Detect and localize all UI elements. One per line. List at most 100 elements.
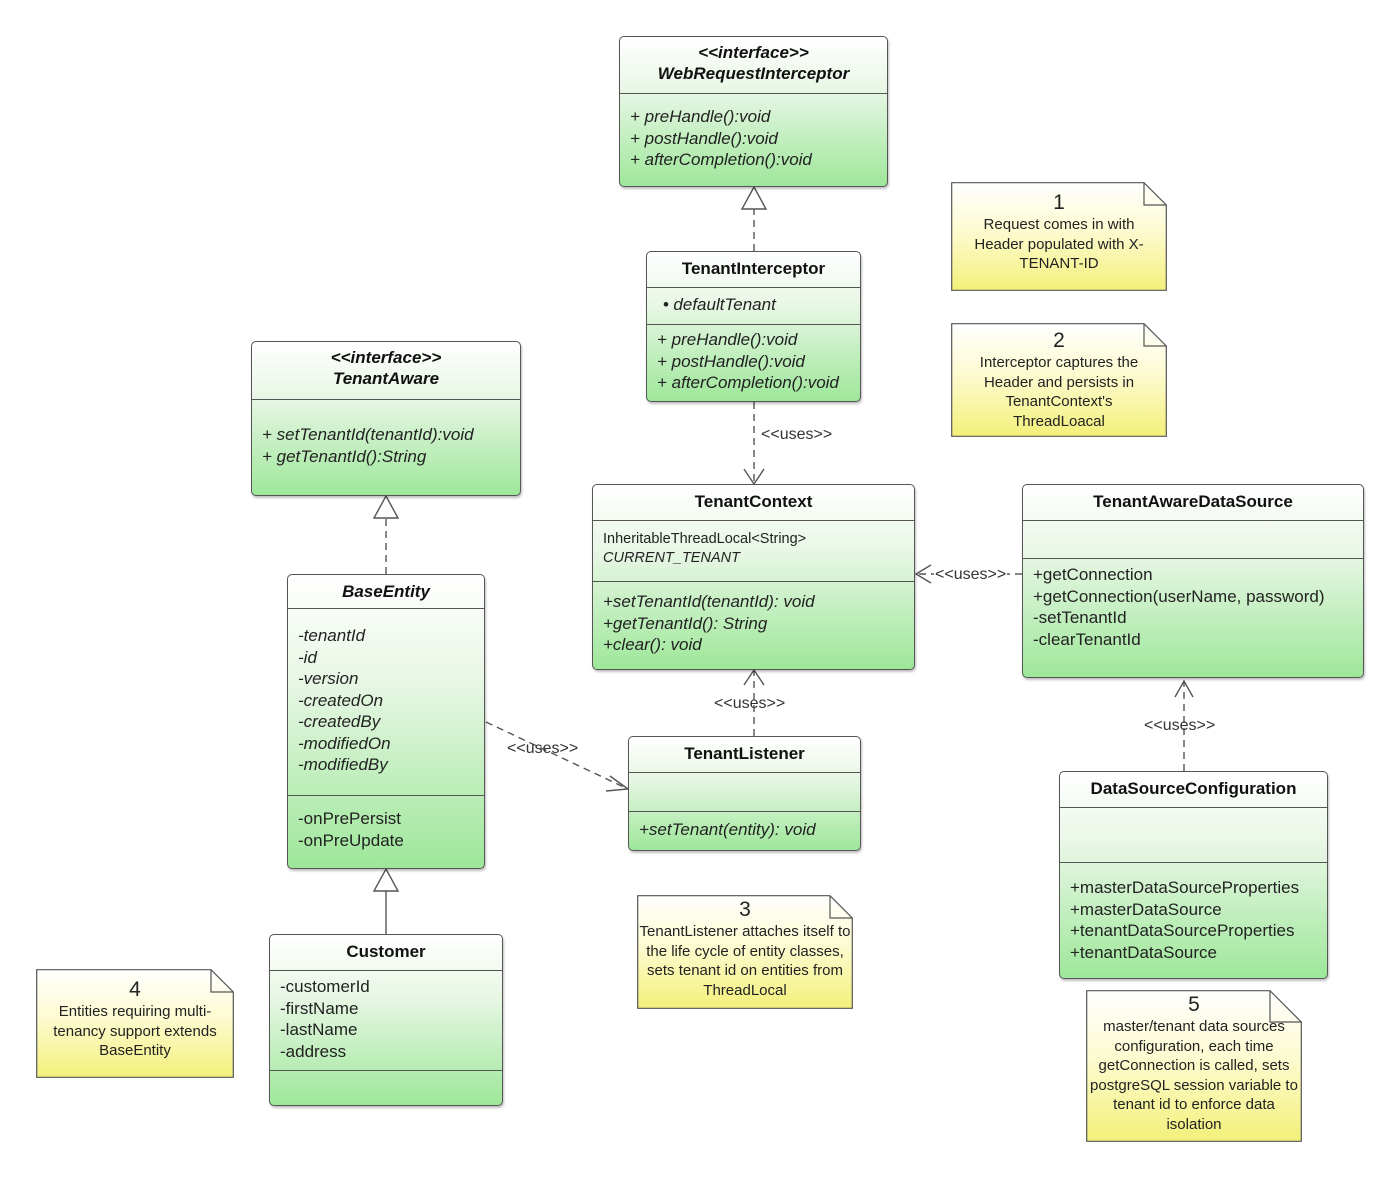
class-attributes xyxy=(629,772,860,811)
note-5: 5 master/tenant data sources configurati… xyxy=(1086,990,1302,1142)
class-name: WebRequestInterceptor xyxy=(657,64,850,83)
uses-label-listener-context: <<uses>> xyxy=(714,695,786,712)
class-attribute: -createdBy xyxy=(298,712,381,731)
class-methods: + preHandle():void + postHandle():void +… xyxy=(647,324,860,401)
class-data-source-configuration: DataSourceConfiguration +masterDataSourc… xyxy=(1059,771,1328,979)
class-name: BaseEntity xyxy=(342,582,430,601)
class-methods xyxy=(270,1070,502,1105)
uses-label-config-datasource: <<uses>> xyxy=(1144,717,1216,734)
class-methods: -onPrePersist -onPreUpdate xyxy=(288,795,484,868)
class-name: TenantListener xyxy=(684,744,805,763)
class-web-request-interceptor: <<interface>> WebRequestInterceptor + pr… xyxy=(619,36,888,187)
realization-arrowhead-interceptor xyxy=(740,185,768,210)
class-method: +getTenantId(): String xyxy=(603,613,768,633)
note-2: 2 Interceptor captures the Header and pe… xyxy=(951,323,1167,437)
note-number: 2 xyxy=(1053,329,1065,352)
class-name: TenantAwareDataSource xyxy=(1093,492,1293,511)
class-tenant-context: TenantContext InheritableThreadLocal<Str… xyxy=(592,484,915,670)
class-method: +setTenantId(tenantId): void xyxy=(603,592,815,611)
uses-label-datasource-context: <<uses>> xyxy=(934,566,1008,584)
class-customer: Customer -customerId -firstName -lastNam… xyxy=(269,934,503,1106)
note-shape xyxy=(637,895,853,1009)
note-number: 5 xyxy=(1188,993,1200,1016)
note-text: TenantListener attaches itself to the li… xyxy=(639,923,851,999)
class-attributes: -tenantId -id -version -createdOn -creat… xyxy=(288,608,484,795)
class-name: Customer xyxy=(346,942,426,961)
class-name: TenantAware xyxy=(332,369,440,388)
class-tenant-listener: TenantListener +setTenant(entity): void xyxy=(628,736,861,851)
class-method: +getConnection xyxy=(1033,565,1153,584)
class-attribute: -version xyxy=(298,669,359,688)
note-number: 3 xyxy=(739,898,751,921)
class-name: TenantInterceptor xyxy=(681,259,826,278)
note-4: 4 Entities requiring multi-tenancy suppo… xyxy=(36,969,234,1078)
class-method: +clear(): void xyxy=(603,635,702,654)
note-text: Entities requiring multi-tenancy support… xyxy=(53,1003,217,1059)
note-text: Interceptor captures the Header and pers… xyxy=(979,354,1139,430)
class-method: +masterDataSource xyxy=(1070,899,1222,919)
realization-arrowhead-baseentity xyxy=(372,494,400,519)
class-method: +tenantDataSourceProperties xyxy=(1070,921,1295,940)
class-methods: +getConnection +getConnection(userName, … xyxy=(1023,558,1363,677)
note-shape xyxy=(36,969,234,1078)
class-attribute: -address xyxy=(280,1041,347,1061)
class-method: + postHandle():void xyxy=(657,351,805,371)
class-attribute: -modifiedOn xyxy=(298,733,391,753)
class-attribute: -lastName xyxy=(280,1020,358,1039)
class-methods: + preHandle():void + postHandle():void +… xyxy=(620,93,887,186)
uses-label-interceptor-context: <<uses>> xyxy=(761,426,833,443)
class-method: + getTenantId():String xyxy=(262,446,427,466)
note-shape xyxy=(951,182,1167,291)
class-attribute: -modifiedBy xyxy=(298,755,388,774)
note-1: 1 Request comes in with Header populated… xyxy=(951,182,1167,291)
class-attribute: -customerId xyxy=(280,977,370,996)
class-method: -clearTenantId xyxy=(1033,629,1141,649)
class-method: + afterCompletion():void xyxy=(657,373,839,392)
note-text: Request comes in with Header populated w… xyxy=(974,216,1144,272)
class-attribute: -createdOn xyxy=(298,690,384,710)
class-tenant-interceptor: TenantInterceptor • defaultTenant + preH… xyxy=(646,251,861,402)
class-attribute: defaultTenant xyxy=(673,295,776,314)
class-method: -onPrePersist xyxy=(298,809,401,828)
class-attributes: InheritableThreadLocal<String> CURRENT_T… xyxy=(593,520,914,581)
class-method: + postHandle():void xyxy=(630,128,778,148)
class-tenant-aware-data-source: TenantAwareDataSource +getConnection +ge… xyxy=(1022,484,1364,678)
class-methods: +setTenantId(tenantId): void +getTenantI… xyxy=(593,581,914,669)
class-attributes xyxy=(1023,520,1363,558)
class-attribute: CURRENT_TENANT xyxy=(603,550,740,566)
class-method: + preHandle():void xyxy=(630,107,771,126)
class-attributes xyxy=(1060,807,1327,862)
note-number: 4 xyxy=(129,978,141,1001)
class-tenant-aware: <<interface>> TenantAware + setTenantId(… xyxy=(251,341,521,496)
note-text: master/tenant data sources configuration… xyxy=(1090,1018,1298,1133)
note-shape xyxy=(951,323,1167,437)
class-attribute: -tenantId xyxy=(298,626,366,645)
class-base-entity: BaseEntity -tenantId -id -version -creat… xyxy=(287,574,485,869)
class-attribute: -firstName xyxy=(280,998,359,1018)
class-attribute: InheritableThreadLocal<String> xyxy=(603,531,807,547)
uses-label-baseentity-listener: <<uses>> xyxy=(507,740,579,757)
class-methods: + setTenantId(tenantId):void + getTenant… xyxy=(252,399,520,495)
class-stereotype: <<interface>> xyxy=(698,43,809,62)
dependency-arrowhead-datasource-context xyxy=(914,564,932,584)
class-method: +tenantDataSource xyxy=(1070,942,1217,962)
class-name: TenantContext xyxy=(694,492,813,511)
class-method: +masterDataSourceProperties xyxy=(1070,878,1300,897)
class-stereotype: <<interface>> xyxy=(330,348,442,367)
class-method: + setTenantId(tenantId):void xyxy=(262,425,474,444)
generalization-arrowhead-customer xyxy=(372,867,400,892)
class-attributes: • defaultTenant xyxy=(647,287,860,324)
note-shape xyxy=(1086,990,1302,1142)
class-method: + afterCompletion():void xyxy=(630,150,812,169)
class-attributes: -customerId -firstName -lastName -addres… xyxy=(270,970,502,1070)
dependency-line-baseentity-listener xyxy=(485,721,629,790)
class-method: -onPreUpdate xyxy=(298,830,404,850)
class-method: +setTenant(entity): void xyxy=(639,820,816,839)
note-3: 3 TenantListener attaches itself to the … xyxy=(637,895,853,1009)
class-attribute: -id xyxy=(298,647,317,667)
class-methods: +masterDataSourceProperties +masterDataS… xyxy=(1060,862,1327,978)
dependency-arrowhead-config-datasource xyxy=(1174,679,1194,698)
class-methods: +setTenant(entity): void xyxy=(629,811,860,850)
class-method: +getConnection(userName, password) xyxy=(1033,586,1325,606)
class-method: + preHandle():void xyxy=(657,330,798,349)
